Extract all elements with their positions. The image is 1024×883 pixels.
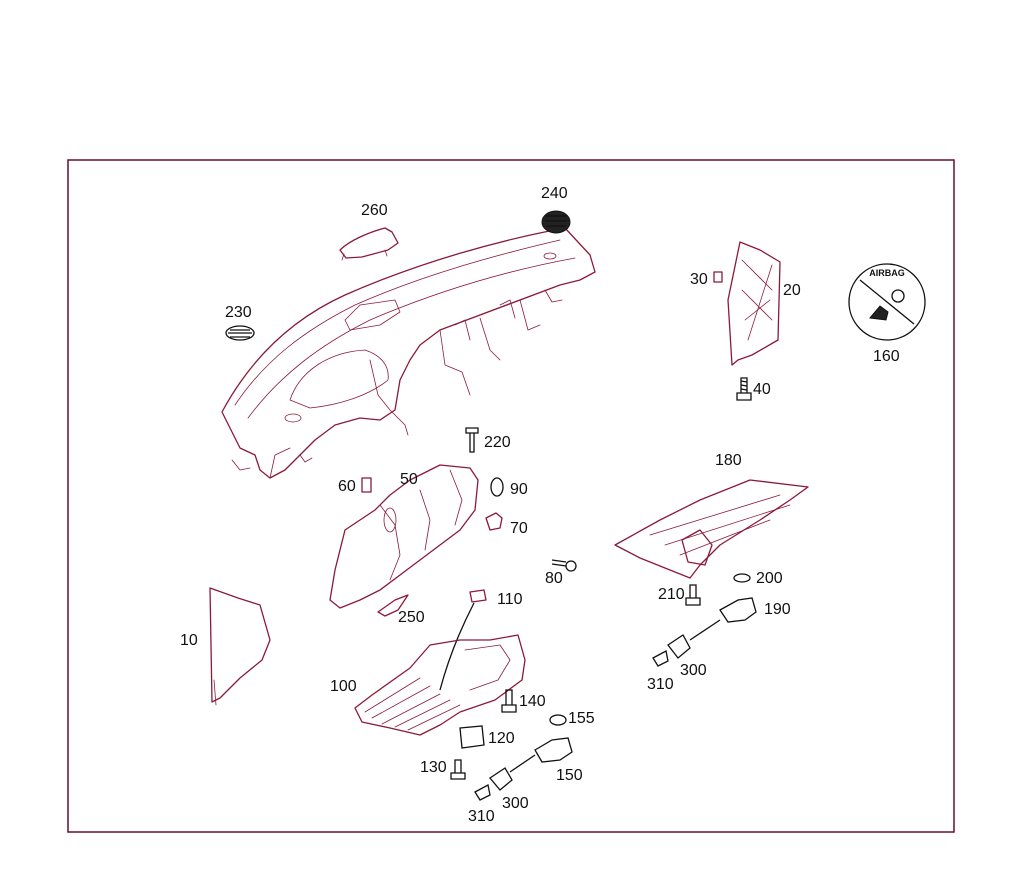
label-120: 120 <box>488 730 515 747</box>
label-50: 50 <box>400 471 418 488</box>
ring-part-90 <box>490 477 504 497</box>
label-110: 110 <box>497 591 523 608</box>
label-240: 240 <box>541 185 568 202</box>
lock-part-300-upper <box>667 634 691 659</box>
airbag-sticker-text: AIRBAG <box>869 268 905 278</box>
label-150: 150 <box>556 767 583 784</box>
label-260: 260 <box>361 202 388 219</box>
screw-part-220 <box>465 427 479 453</box>
clip-part-30 <box>713 271 723 283</box>
label-130: 130 <box>420 759 447 776</box>
label-210: 210 <box>658 586 685 603</box>
clip-part-70 <box>485 512 503 531</box>
side-trim-part-10 <box>209 587 271 706</box>
label-230: 230 <box>225 304 252 321</box>
latch-part-150 <box>534 737 573 763</box>
label-80: 80 <box>545 570 563 587</box>
trim-part-250 <box>377 594 409 617</box>
label-30: 30 <box>690 271 708 288</box>
label-180: 180 <box>715 452 742 469</box>
lower-panel-part-100 <box>354 634 526 736</box>
screw-part-130 <box>450 759 466 780</box>
lock-part-310-upper <box>652 650 669 667</box>
clip-part-60 <box>361 477 372 493</box>
leader-line-110 <box>439 602 475 691</box>
label-190: 190 <box>764 601 791 618</box>
label-140: 140 <box>519 693 546 710</box>
diagram-frame <box>67 159 955 833</box>
dashboard-part <box>221 227 596 479</box>
leader-line-190 <box>689 619 721 641</box>
label-160: 160 <box>873 348 900 365</box>
vent-part-240 <box>541 210 571 234</box>
side-panel-part-20 <box>727 241 781 366</box>
cover-part-260 <box>339 227 399 261</box>
screw-part-40 <box>736 377 752 401</box>
clip-part-110 <box>469 589 487 603</box>
label-60: 60 <box>338 478 356 495</box>
screw-part-210 <box>685 584 701 606</box>
lock-part-310-lower <box>474 784 491 801</box>
label-70: 70 <box>510 520 528 537</box>
clip-part-120 <box>459 725 485 749</box>
label-310-lower: 310 <box>468 808 495 825</box>
ring-part-200 <box>733 573 751 583</box>
label-10: 10 <box>180 632 198 649</box>
upper-panel-part-180 <box>614 479 809 579</box>
label-40: 40 <box>753 381 771 398</box>
label-310-upper: 310 <box>647 676 674 693</box>
vent-part-230 <box>225 325 255 341</box>
label-300-upper: 300 <box>680 662 707 679</box>
screw-part-140 <box>501 689 517 713</box>
screw-part-80 <box>551 559 577 572</box>
label-220: 220 <box>484 434 511 451</box>
label-100: 100 <box>330 678 357 695</box>
airbag-sticker-160: AIRBAG <box>848 263 926 341</box>
label-155: 155 <box>568 710 595 727</box>
oval-part-155 <box>549 714 567 726</box>
label-250: 250 <box>398 609 425 626</box>
latch-part-190 <box>719 597 757 623</box>
lock-part-300-lower <box>489 767 513 791</box>
label-300-lower: 300 <box>502 795 529 812</box>
label-20: 20 <box>783 282 801 299</box>
label-200: 200 <box>756 570 783 587</box>
leader-line-150 <box>509 754 536 773</box>
center-console-part-50 <box>329 464 479 609</box>
label-90: 90 <box>510 481 528 498</box>
